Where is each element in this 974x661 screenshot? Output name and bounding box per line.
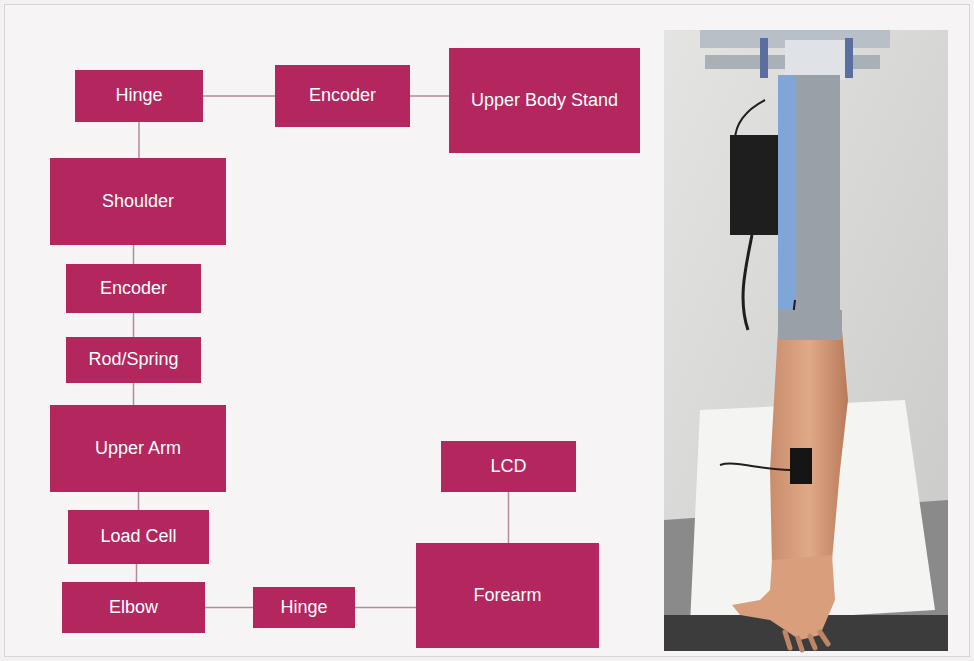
- box-label: Forearm: [473, 585, 541, 607]
- connector-line: [133, 313, 135, 337]
- process-box: Upper Arm: [50, 405, 226, 492]
- connector-line: [133, 245, 135, 264]
- box-label: Upper Arm: [95, 438, 181, 460]
- process-box: Encoder: [275, 65, 410, 127]
- process-box: Load Cell: [68, 510, 209, 564]
- connector-line: [205, 607, 253, 609]
- box-label: Encoder: [309, 85, 376, 107]
- process-box: Rod/Spring: [66, 337, 201, 383]
- connector-line: [508, 492, 510, 543]
- box-label: Upper Body Stand: [471, 90, 618, 112]
- box-label: Rod/Spring: [88, 349, 178, 371]
- process-box: Elbow: [62, 582, 205, 633]
- connector-line: [203, 95, 275, 97]
- connector-line: [136, 564, 138, 582]
- box-label: Elbow: [109, 597, 158, 619]
- connector-line: [138, 492, 140, 510]
- connector-line: [355, 607, 416, 609]
- box-label: LCD: [490, 456, 526, 478]
- connector-line: [410, 95, 449, 97]
- connector-line: [133, 383, 135, 405]
- process-box: Forearm: [416, 543, 599, 648]
- process-box: Hinge: [75, 70, 203, 122]
- box-label: Load Cell: [100, 526, 176, 548]
- process-box: Encoder: [66, 264, 201, 313]
- connector-line: [138, 122, 140, 158]
- process-box: LCD: [441, 441, 576, 492]
- box-label: Hinge: [115, 85, 162, 107]
- box-label: Shoulder: [102, 191, 174, 213]
- process-box: Shoulder: [50, 158, 226, 245]
- box-label: Encoder: [100, 278, 167, 300]
- box-label: Hinge: [280, 597, 327, 619]
- process-box: Upper Body Stand: [449, 48, 640, 153]
- process-box: Hinge: [253, 587, 355, 628]
